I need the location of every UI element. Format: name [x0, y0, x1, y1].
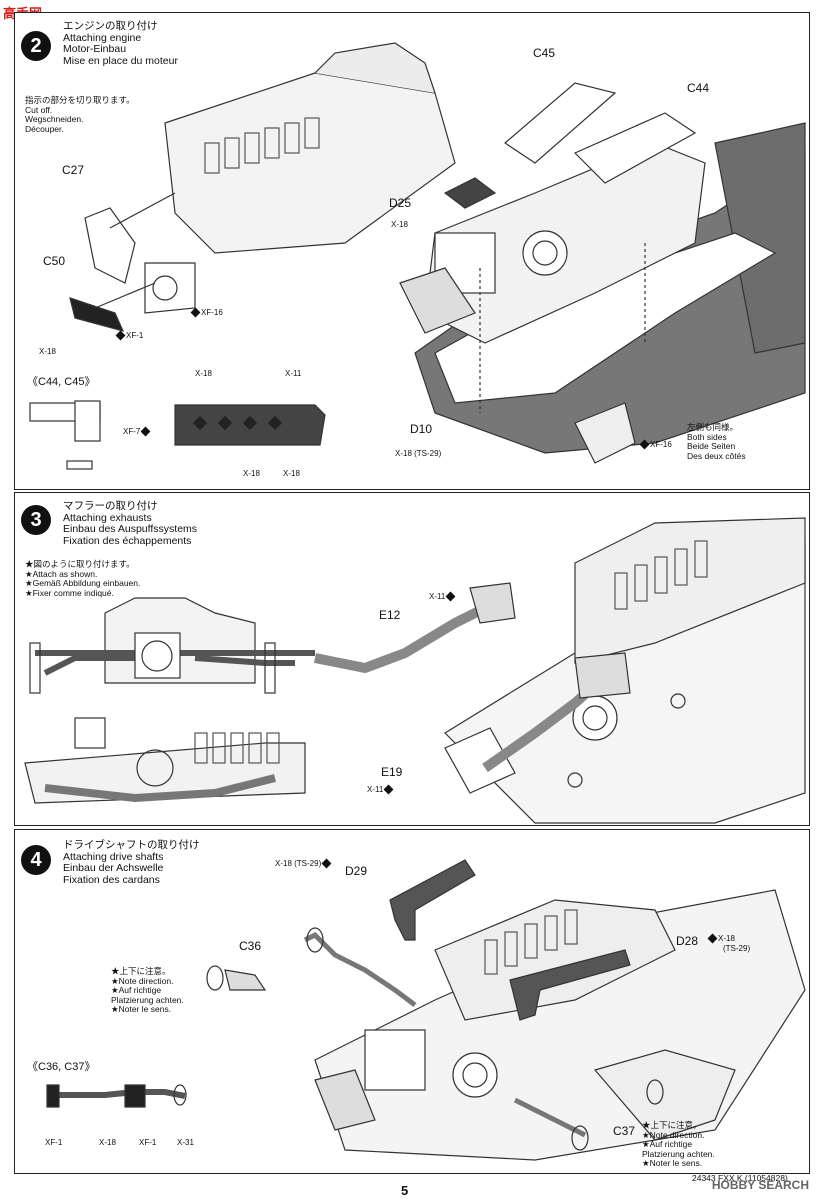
paint-label: X-31: [177, 1138, 194, 1147]
part-label: C27: [62, 163, 85, 177]
paint-label: X-18: [707, 933, 735, 944]
part-label: D29: [345, 864, 368, 878]
part-label: E12: [379, 608, 401, 622]
step-2-number: 2: [21, 31, 51, 61]
step-3-attach-note: ★図のように取り付けます。 ★Attach as shown. ★Gemäß A…: [25, 559, 141, 598]
part-label: D28: [676, 934, 699, 948]
step-4-number: 4: [21, 845, 51, 875]
paint-label: XF-16: [190, 307, 223, 318]
direction-note: ★上下に注意。 ★Note direction. ★Auf richtige P…: [111, 966, 184, 1014]
step-4-panel: 4 ドライブシャフトの取り付け Attaching drive shafts E…: [14, 829, 810, 1174]
step-3-panel: 3 マフラーの取り付け Attaching exhausts Einbau de…: [14, 492, 810, 826]
step-2-engine-illustration: [29, 42, 806, 470]
paint-label: X-18: [195, 369, 212, 378]
step-4-title: ドライブシャフトの取り付け Attaching drive shafts Ein…: [63, 839, 200, 886]
paint-label: X-18 (TS-29): [275, 858, 332, 869]
paint-label: X-11: [367, 784, 394, 795]
step-3-title: マフラーの取り付け Attaching exhausts Einbau des …: [63, 500, 198, 547]
paint-label: X-11: [429, 591, 456, 602]
part-label: C44: [687, 81, 710, 95]
inset-title: 《C44, C45》: [27, 376, 96, 388]
direction-note: ★上下に注意。 ★Note direction. ★Auf richtige P…: [642, 1120, 715, 1168]
paint-label: X-18: [391, 220, 408, 229]
paint-label: X-18: [99, 1138, 116, 1147]
part-label: D10: [410, 422, 433, 436]
part-label: C37: [613, 1124, 636, 1138]
step-3-number: 3: [21, 505, 51, 535]
step-3-exhaust-illustration: [24, 517, 806, 824]
paint-label: X-18: [243, 469, 260, 478]
page-number: 5: [401, 1183, 409, 1198]
paint-label: X-18 (TS-29): [395, 449, 442, 458]
both-sides-note: 左側も同様。 Both sides Beide Seiten Des deux …: [687, 422, 746, 461]
paint-label: (TS-29): [723, 944, 751, 953]
paint-label: XF-16: [639, 439, 672, 450]
paint-label: XF-1: [139, 1138, 157, 1147]
part-label: E19: [381, 765, 403, 779]
paint-label: XF-1: [115, 330, 143, 341]
step-2-cut-note: 指示の部分を切り取ります。 Cut off. Wegschneiden. Déc…: [25, 95, 135, 134]
part-label: C36: [239, 939, 262, 953]
part-label: D25: [389, 196, 412, 210]
kit-code: 24343 FXX K (11054828): [692, 1173, 788, 1183]
paint-label: XF-7: [123, 426, 151, 437]
watermark: HOBBY SEARCH: [711, 1178, 809, 1192]
paint-label: XF-1: [45, 1138, 63, 1147]
paint-label: X-18: [283, 469, 300, 478]
paint-label: X-18: [39, 347, 56, 356]
paint-label: X-11: [285, 369, 302, 378]
step-2-panel: 2 エンジンの取り付け Attaching engine Motor-Einba…: [14, 12, 810, 490]
step-2-title: エンジンの取り付け Attaching engine Motor-Einbau …: [63, 20, 178, 67]
inset-title: 《C36, C37》: [27, 1061, 96, 1073]
part-label: C45: [533, 46, 556, 60]
step-4-driveshaft-illustration: [46, 859, 806, 1161]
part-label: C50: [43, 254, 66, 268]
